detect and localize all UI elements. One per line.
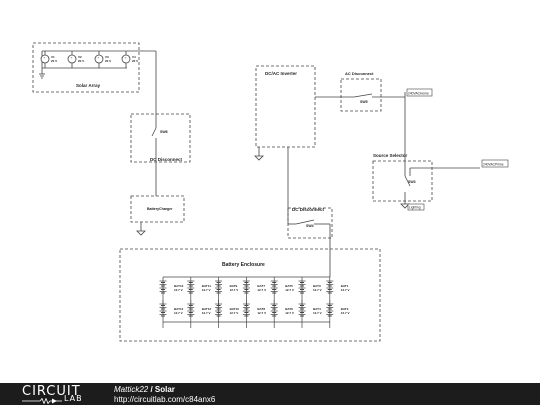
svg-text:+: + — [125, 56, 127, 60]
battery-enclosure-frame — [119, 248, 381, 342]
battery-ref: BAT2 — [341, 307, 349, 311]
schematic-title[interactable]: Solar — [154, 385, 175, 394]
voltage-source-icon — [121, 54, 131, 64]
voltage-source-icon — [67, 54, 77, 64]
battery-ref: BAT8 — [257, 307, 265, 311]
battery-voltage: 12.7 V — [313, 311, 322, 315]
ground-symbol — [136, 230, 146, 236]
svg-text:+: + — [44, 56, 46, 60]
inverter-title: DC/AC Inverter — [265, 71, 297, 76]
panel-ref: V2 — [78, 55, 82, 59]
panel-ref: V3 — [105, 55, 109, 59]
source-selector-title: Source Selector — [373, 153, 408, 158]
lighting-label-box — [407, 203, 425, 211]
panel-voltage: 20 V — [78, 59, 84, 63]
ac-disconnect-switch: SW5 — [360, 100, 368, 104]
schematic-url[interactable]: http://circuitlab.com/c84anx6 — [114, 395, 216, 404]
battery-voltage: 12.7 V — [230, 311, 239, 315]
ac-disconnect-title: AC Disconnect — [345, 71, 374, 76]
battery-voltage: 12.7 V — [257, 288, 266, 292]
circuitlab-logo-icon — [22, 398, 62, 404]
battery-enclosure-title: Battery Enclosure — [222, 262, 265, 268]
battery-voltage: 12.7 V — [202, 311, 211, 315]
voltage-source-icon — [94, 54, 104, 64]
battery-ref: BAT11 — [202, 284, 211, 288]
circuitlab-logo-top[interactable]: CIRCUIT — [22, 384, 81, 399]
ground-symbol — [39, 73, 45, 79]
battery-voltage: 12.7 V — [341, 311, 350, 315]
dc-disconnect-2-title: DC Disconnect — [292, 207, 325, 212]
dc-disconnect-1-title: DC Disconnect — [150, 157, 183, 162]
battery-ref: BAT3 — [313, 284, 321, 288]
battery-ref: BAT14 — [174, 307, 184, 311]
battery-ref: BAT10 — [230, 307, 240, 311]
battery-voltage: 12.7 V — [230, 288, 239, 292]
ac-home-label-box — [406, 88, 433, 97]
ac-home-label: 240VACHome — [408, 92, 429, 96]
battery-charger-title: BatteryCharger — [147, 207, 173, 211]
footer-bar: CIRCUIT LAB Mattick22 / Solar http://cir… — [0, 383, 540, 405]
battery-ref: BAT13 — [174, 284, 184, 288]
panel-ref: V4 — [132, 55, 136, 59]
battery-voltage: 12.7 V — [257, 311, 266, 315]
panel-voltage: 20 V — [51, 59, 57, 63]
battery-charger-frame — [130, 195, 185, 223]
battery-ref: BAT12 — [202, 307, 212, 311]
battery-ref: BAT9 — [230, 284, 238, 288]
ac-prime-label-box — [481, 159, 509, 168]
battery-voltage: 12.7 V — [285, 311, 294, 315]
battery-voltage: 12.7 V — [285, 288, 294, 292]
battery-ref: BAT6 — [285, 307, 293, 311]
panel-voltage: 20 V — [132, 59, 138, 63]
dc-disconnect-2-switch: SW4 — [306, 224, 314, 228]
battery-voltage: 12.7 V — [313, 288, 322, 292]
dc-disconnect-2-frame — [287, 207, 333, 239]
panel-voltage: 20 V — [105, 59, 111, 63]
battery-ref: BAT5 — [285, 284, 293, 288]
voltage-source-icon — [40, 54, 50, 64]
dc-disconnect-1-frame — [130, 113, 191, 163]
author-link[interactable]: Mattick22 — [114, 385, 149, 394]
battery-voltage: 12.7 V — [174, 288, 183, 292]
battery-ref: BAT7 — [257, 284, 265, 288]
panel-ref: V1 — [51, 55, 55, 59]
ac-prime-label: 240VACPrime — [483, 163, 504, 167]
solar-array-title: Solar Array — [76, 83, 101, 88]
title-separator: / — [148, 385, 155, 394]
solar-array-frame — [32, 42, 140, 93]
svg-text:+: + — [71, 56, 73, 60]
source-selector-switch: SW3 — [408, 180, 416, 184]
battery-voltage: 12.7 V — [202, 288, 211, 292]
battery-voltage: 12.7 V — [174, 311, 183, 315]
circuitlab-logo-bottom: LAB — [64, 394, 83, 403]
battery-voltage: 12.7 V — [341, 288, 350, 292]
inverter-frame — [255, 65, 316, 148]
lighting-label: Lighting — [409, 206, 421, 210]
ac-disconnect-frame — [340, 78, 382, 112]
battery-ref: BAT1 — [341, 284, 349, 288]
source-selector-frame — [372, 160, 433, 202]
ground-symbol — [400, 203, 410, 209]
ground-symbol — [254, 155, 264, 161]
battery-ref: BAT4 — [313, 307, 321, 311]
svg-text:+: + — [98, 56, 100, 60]
dc-disconnect-1-switch: SW6 — [160, 130, 168, 134]
schematic-title-line: Mattick22 / Solar — [114, 385, 175, 394]
